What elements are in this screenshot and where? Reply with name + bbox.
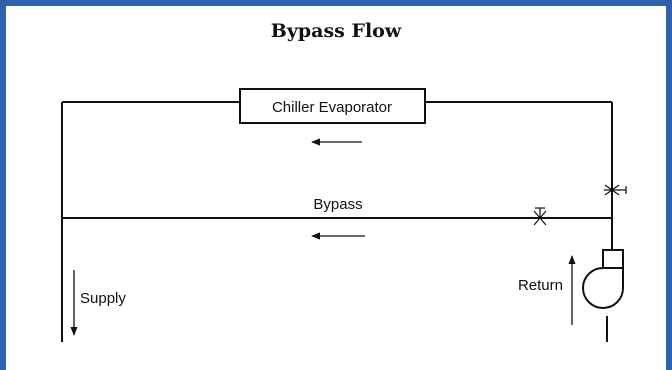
valve-icon (533, 207, 547, 226)
chiller-evaporator-box (239, 88, 426, 124)
supply-label: Supply (80, 290, 126, 307)
chiller-evaporator: Chiller Evaporator (239, 88, 426, 124)
chiller-evaporator-label: Chiller Evaporator (272, 99, 392, 116)
pump-icon (582, 249, 624, 309)
pipe-loop (61, 101, 613, 342)
bypass-label: Bypass (313, 196, 362, 213)
return-label: Return (518, 277, 563, 294)
valve-icon (604, 184, 627, 196)
diagram-title: Bypass Flow (270, 20, 402, 42)
